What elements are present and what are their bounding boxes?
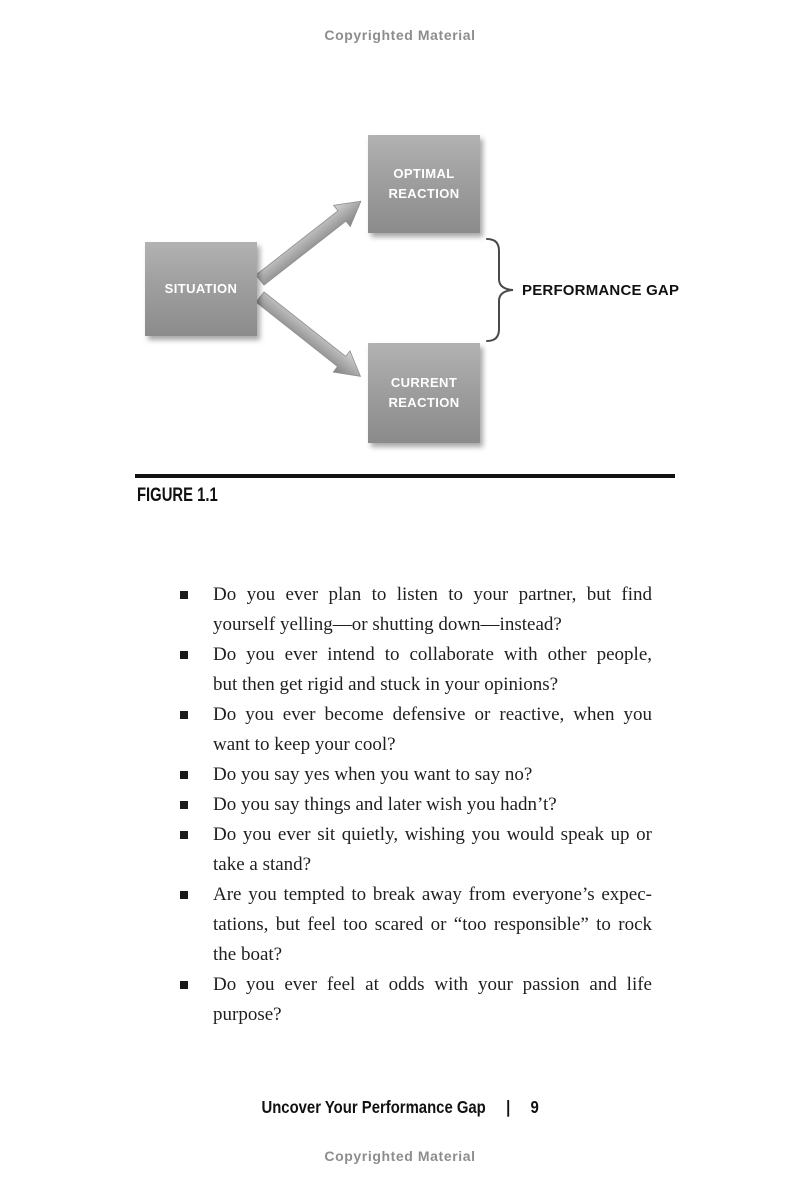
list-item: Do you ever become defensive or reactive… — [180, 700, 658, 760]
bullet-square-icon — [180, 831, 188, 839]
optimal-reaction-box: OPTIMAL REACTION — [368, 135, 480, 233]
list-item: Do you say yes when you want to say no? — [180, 760, 658, 790]
list-item-text: Do you ever become defensive or reactive… — [213, 704, 652, 755]
footer-text: Uncover Your Performance Gap | 9 — [261, 1097, 538, 1118]
bullet-square-icon — [180, 981, 188, 989]
bullet-square-icon — [180, 591, 188, 599]
current-reaction-label-line1: CURRENT — [390, 375, 458, 390]
bullet-square-icon — [180, 771, 188, 779]
arrow-to-optimal-icon — [255, 200, 362, 286]
list-item-text: Are you tempted to break away from every… — [213, 884, 652, 965]
list-item-text: Do you ever intend to collaborate with o… — [213, 644, 652, 695]
list-item: Do you ever plan to listen to your partn… — [180, 580, 658, 640]
figure-rule — [135, 474, 675, 478]
running-title: Uncover Your Performance Gap — [261, 1097, 486, 1117]
situation-label: SITUATION — [164, 281, 238, 296]
list-item: Are you tempted to break away from every… — [180, 880, 658, 970]
list-item-text: Do you say things and later wish you had… — [213, 794, 557, 815]
arrow-to-current-icon — [255, 291, 362, 377]
bullet-square-icon — [180, 891, 188, 899]
copyright-notice-top: Copyrighted Material — [324, 27, 476, 43]
page-number: 9 — [530, 1097, 539, 1117]
list-item-text: Do you say yes when you want to say no? — [213, 764, 533, 785]
current-reaction-box: CURRENT REACTION — [368, 343, 480, 443]
list-item-text: Do you ever feel at odds with your passi… — [213, 974, 652, 1025]
bullet-square-icon — [180, 651, 188, 659]
list-item: Do you ever feel at odds with your passi… — [180, 970, 658, 1030]
figure-caption-text: FIGURE 1.1 — [137, 485, 218, 506]
footer-separator: | — [505, 1097, 511, 1117]
situation-box: SITUATION — [145, 242, 257, 336]
list-item-text: Do you ever sit quietly, wishing you wou… — [213, 824, 652, 875]
performance-gap-bracket-icon — [486, 238, 514, 342]
bullet-square-icon — [180, 801, 188, 809]
page-footer: Uncover Your Performance Gap | 9 — [0, 1097, 800, 1118]
figure-caption: FIGURE 1.1 — [137, 485, 240, 507]
list-item: Do you ever sit quietly, wishing you wou… — [180, 820, 658, 880]
list-item-text: Do you ever plan to listen to your partn… — [213, 584, 652, 635]
list-item: Do you ever intend to collaborate with o… — [180, 640, 658, 700]
copyright-notice-bottom: Copyrighted Material — [324, 1148, 476, 1164]
question-list: Do you ever plan to listen to your partn… — [180, 580, 658, 1030]
optimal-reaction-label-line2: REACTION — [388, 186, 460, 201]
current-reaction-label-line2: REACTION — [388, 395, 460, 410]
bullet-square-icon — [180, 711, 188, 719]
performance-gap-label: PERFORMANCE GAP — [522, 282, 680, 299]
list-item: Do you say things and later wish you had… — [180, 790, 658, 820]
optimal-reaction-label-line1: OPTIMAL — [393, 166, 455, 181]
